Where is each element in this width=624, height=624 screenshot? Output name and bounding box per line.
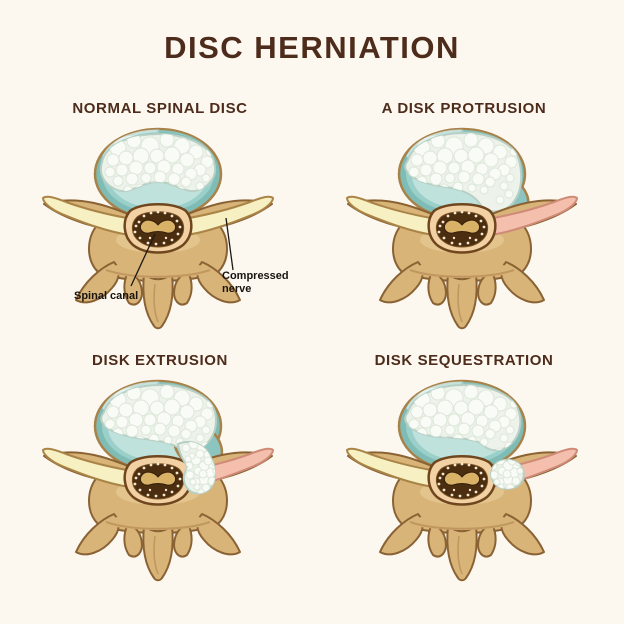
sequestration-illustration <box>346 379 578 582</box>
annotation-pointer-lines <box>130 217 234 287</box>
panel-title-extrusion: DISK EXTRUSION <box>92 352 228 369</box>
spinal-canal <box>123 455 193 506</box>
panel-disk-extrusion: DISK EXTRUSION <box>10 352 310 604</box>
panel-disk-protrusion: A DISK PROTRUSION <box>314 100 614 352</box>
extrusion-illustration <box>42 379 274 582</box>
panel-title-normal: NORMAL SPINAL DISC <box>72 100 248 117</box>
compressed-nerve-label: Compressed nerve <box>222 270 289 295</box>
spinal-canal <box>427 455 497 506</box>
panel-title-sequestration: DISK SEQUESTRATION <box>374 352 554 369</box>
spinal-canal <box>123 203 193 254</box>
main-title: DISC HERNIATION <box>164 30 460 65</box>
protrusion-illustration <box>346 127 578 330</box>
panel-disk-sequestration: DISK SEQUESTRATION <box>314 352 614 604</box>
spinal-canal-label: Spinal canal <box>74 290 139 302</box>
panel-normal-spinal-disc: NORMAL SPINAL DISC Spinal canal Compress… <box>10 100 310 352</box>
normal-disc-illustration <box>42 127 274 330</box>
panel-title-protrusion: A DISK PROTRUSION <box>381 100 547 117</box>
spinal-canal <box>427 203 497 254</box>
